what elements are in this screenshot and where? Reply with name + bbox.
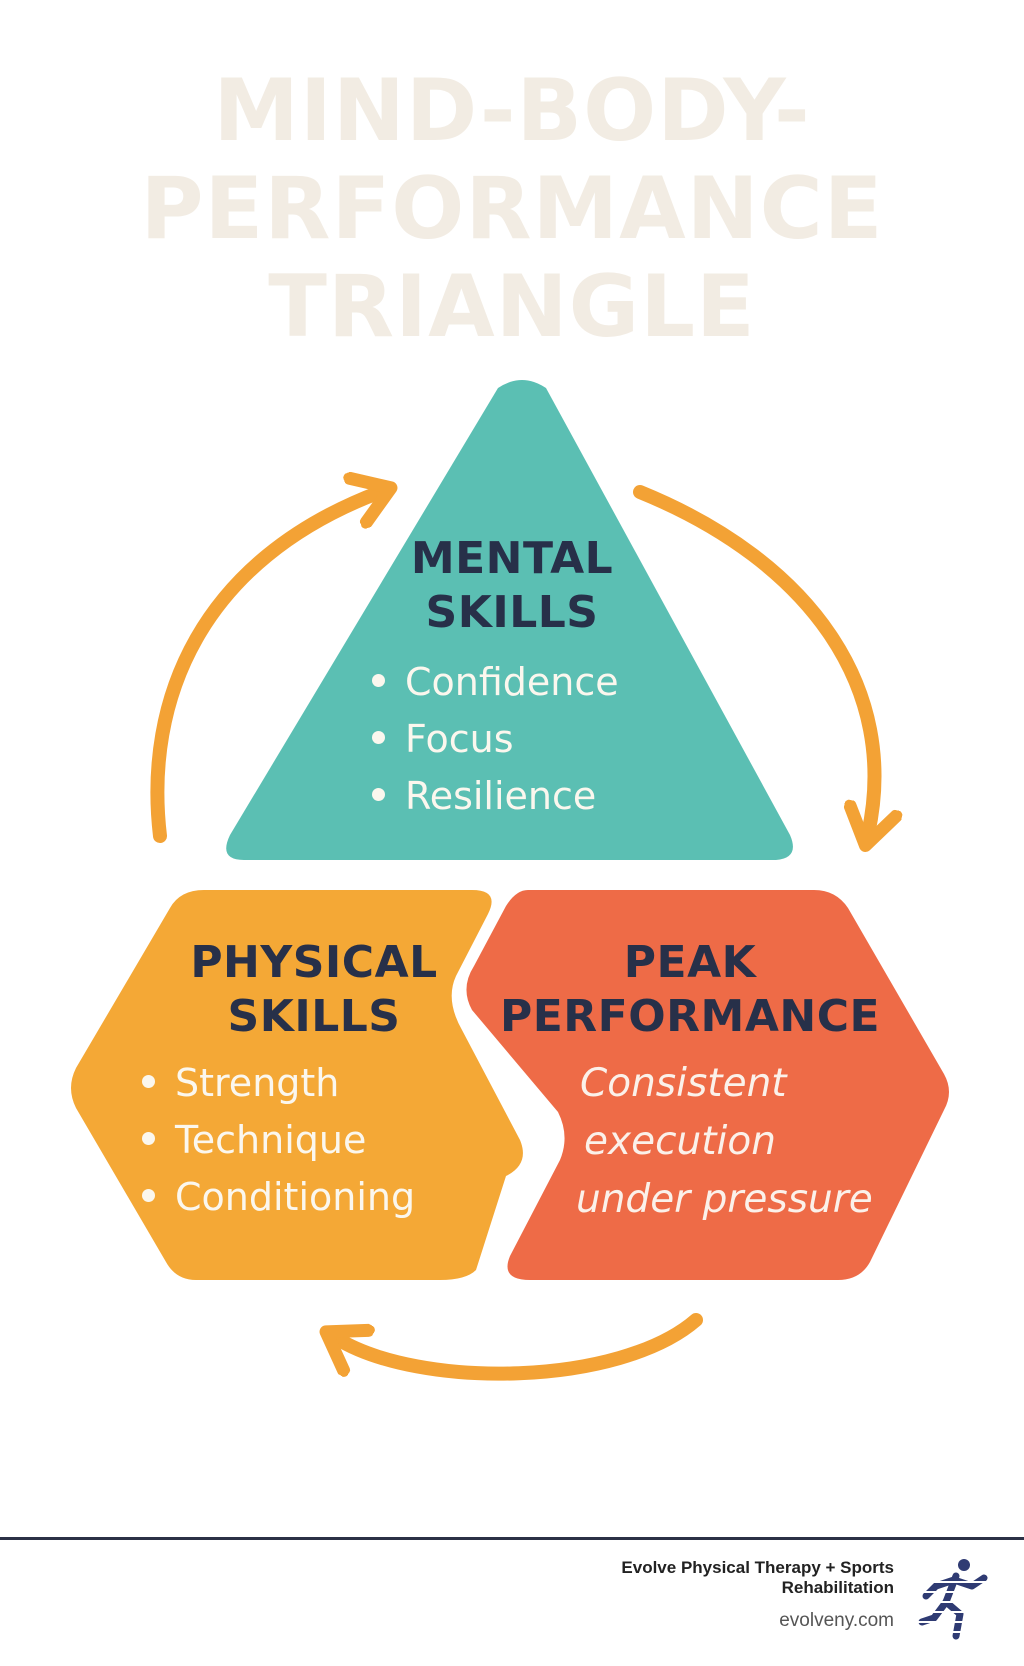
list-item: Strength — [142, 1055, 415, 1112]
peak-desc-line-3: under pressure — [576, 1177, 873, 1222]
cycle-arrow-bottom-icon — [336, 1313, 703, 1381]
mental-heading-line-1: MENTAL — [410, 533, 614, 584]
website-link[interactable]: evolveny.com — [779, 1610, 894, 1631]
list-item: Technique — [142, 1112, 415, 1169]
physical-heading-line-2: SKILLS — [227, 991, 401, 1042]
peak-desc-line-1: Consistent — [580, 1061, 787, 1106]
organization-name: Evolve Physical Therapy + Sports Rehabil… — [621, 1558, 894, 1598]
physical-skills-list: Strength Technique Conditioning — [142, 1055, 415, 1226]
list-item: Conditioning — [142, 1169, 415, 1226]
mental-skills-triangle — [226, 380, 793, 860]
mental-skills-heading: MENTAL SKILLS — [390, 532, 634, 640]
list-item: Confidence — [372, 654, 619, 711]
list-item: Focus — [372, 711, 619, 768]
peak-heading-line-2: PERFORMANCE — [500, 991, 881, 1042]
cycle-arrow-left-icon — [150, 492, 380, 843]
running-figure-logo-icon — [918, 1559, 998, 1640]
peak-heading-line-1: PEAK — [623, 937, 757, 988]
peak-performance-hexagon — [466, 890, 949, 1280]
physical-heading-line-1: PHYSICAL — [190, 937, 438, 988]
title-line-2: PERFORMANCE — [140, 159, 884, 259]
title-line-1: MIND-BODY- — [213, 61, 811, 161]
peak-performance-heading: PEAK PERFORMANCE — [500, 936, 880, 1044]
org-line-1: Evolve Physical Therapy + Sports — [621, 1558, 894, 1577]
physical-skills-heading: PHYSICAL SKILLS — [180, 936, 448, 1044]
mental-skills-list: Confidence Focus Resilience — [372, 654, 619, 825]
list-item: Resilience — [372, 768, 619, 825]
mental-heading-line-2: SKILLS — [425, 587, 599, 638]
org-line-2: Rehabilitation — [781, 1578, 894, 1597]
peak-desc-line-2: execution — [584, 1119, 776, 1164]
page-title: MIND-BODY- PERFORMANCE TRIANGLE — [0, 62, 1024, 356]
footer-divider — [0, 1537, 1024, 1540]
title-line-3: TRIANGLE — [268, 257, 756, 357]
cycle-arrow-right-icon — [633, 485, 874, 834]
